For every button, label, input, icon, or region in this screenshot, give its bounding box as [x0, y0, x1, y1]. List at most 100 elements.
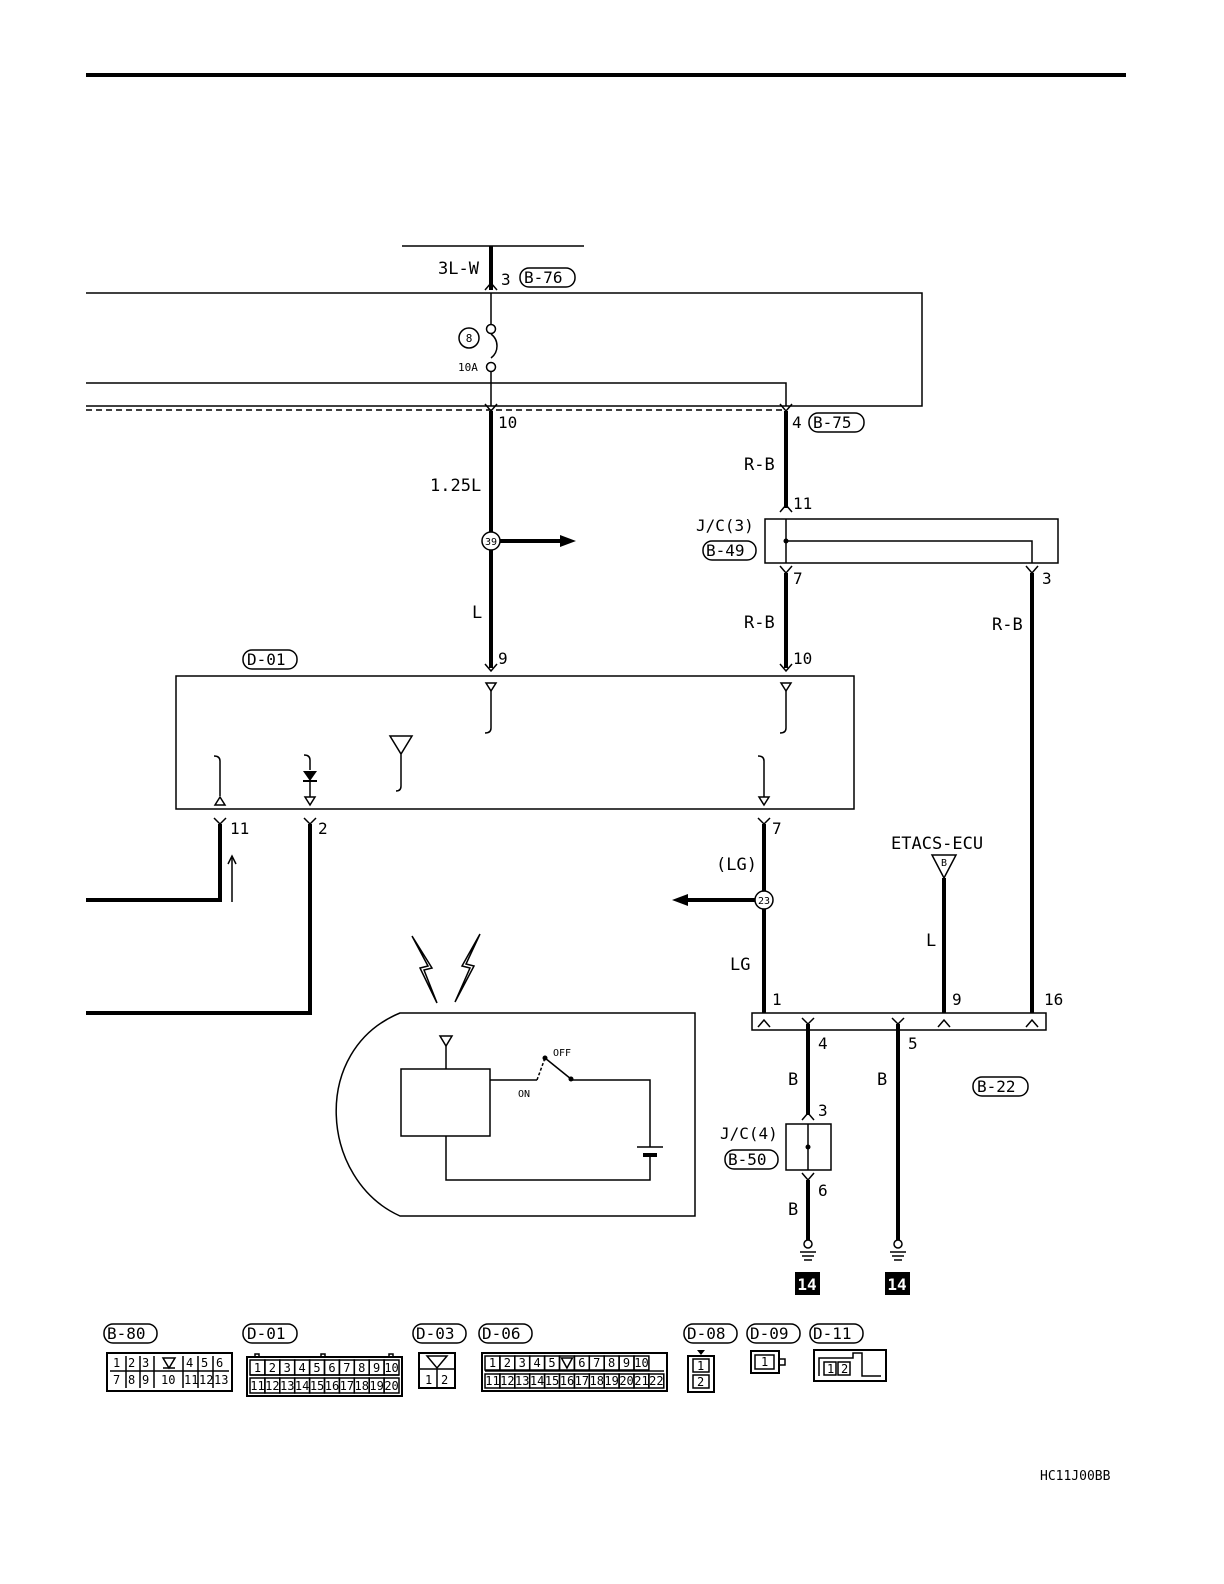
connector-tag-d08 [683, 1323, 738, 1344]
wire-label-125l: 1.25L [430, 476, 481, 496]
transmitter-wire [445, 1136, 651, 1181]
switch-lever [536, 1057, 546, 1081]
connector-pin-number: 17 [575, 1374, 589, 1388]
connector-tag-b76 [519, 267, 576, 288]
connector-pin-number: 14 [530, 1374, 544, 1388]
switch-off-label: OFF [553, 1048, 571, 1059]
wire-label-lg-paren: (LG) [716, 855, 757, 875]
connector-label-b75: B-75 [813, 413, 852, 432]
svg-text:4: 4 [186, 1356, 193, 1370]
connector-pin-number: 4 [299, 1361, 306, 1375]
connector-arrow [801, 1111, 815, 1121]
wire-loop-outer [86, 292, 923, 407]
svg-text:2: 2 [441, 1373, 448, 1387]
connector-tag-b49 [702, 540, 757, 561]
svg-text:1: 1 [697, 1359, 704, 1373]
connector-view-d03: 1 2 [418, 1352, 456, 1389]
wire-label-b2: B [788, 1200, 798, 1220]
fuse-number: 8 [466, 332, 473, 345]
internal-lead [213, 755, 221, 796]
connector-arrow [1025, 565, 1039, 575]
pin-label: 6 [818, 1181, 828, 1200]
pin-label: 1 [772, 990, 782, 1009]
pin-label: 5 [908, 1034, 918, 1053]
ground-point-label: 14 [887, 1275, 906, 1294]
internal-terminal [213, 795, 227, 806]
pin-label: 10 [793, 649, 812, 668]
fuse-element [490, 333, 498, 359]
key-marker-icon [560, 1357, 574, 1370]
connector-pin-number: 13 [515, 1374, 529, 1388]
connector-pin-number: 8 [608, 1356, 615, 1370]
diode-icon [303, 771, 317, 781]
connector-arrow [779, 663, 793, 673]
connector-pin-number: 9 [373, 1361, 380, 1375]
svg-text:13: 13 [214, 1373, 228, 1387]
svg-text:3: 3 [142, 1356, 149, 1370]
wire-pin-2 [86, 824, 312, 1015]
connector-pin-number: 15 [545, 1374, 559, 1388]
svg-text:2: 2 [128, 1356, 135, 1370]
internal-terminal [484, 682, 498, 693]
connector-cavity [383, 1359, 400, 1376]
jc3-internal [786, 540, 1033, 563]
internal-terminal [757, 796, 771, 807]
ground-icon [803, 1239, 813, 1249]
connector-label-b50: B-50 [728, 1150, 767, 1169]
connector-view-d11: 1 2 [813, 1349, 887, 1382]
connector-pin-number: 7 [343, 1361, 350, 1375]
connector-pin-number: 15 [310, 1379, 324, 1393]
svg-text:9: 9 [142, 1373, 149, 1387]
connector-pin-number: 12 [500, 1374, 514, 1388]
connector-pin-number: 3 [519, 1356, 526, 1370]
connector-tag-d01-view [242, 1323, 298, 1344]
connector-pin-number: 19 [604, 1374, 618, 1388]
internal-lead [757, 755, 765, 797]
wire-label-l-etacs: L [926, 931, 936, 951]
connector-view-label: D-06 [482, 1324, 521, 1343]
connector-pin-number: 17 [340, 1379, 354, 1393]
pin-label: 4 [818, 1034, 828, 1053]
connector-cavity [383, 1377, 400, 1394]
connector-cavity [648, 1373, 665, 1389]
svg-text:1: 1 [425, 1373, 432, 1387]
splice-39-label: 39 [485, 537, 497, 548]
drawing-code: HC11J00BB [1040, 1469, 1111, 1484]
connector-pin-number: 20 [619, 1374, 633, 1388]
jc3-label: J/C(3) [696, 516, 754, 535]
connector-fork [303, 817, 317, 826]
connector-tag-b75 [808, 412, 865, 433]
splice-23-label: 23 [758, 896, 770, 907]
connector-fork [891, 1017, 905, 1026]
connector-cavity [633, 1355, 650, 1371]
svg-text:1: 1 [761, 1355, 768, 1369]
connector-tag-b22 [972, 1076, 1029, 1097]
wire-label-rb-1: R-B [744, 455, 775, 475]
connector-view-label: B-80 [107, 1324, 146, 1343]
transmitter-module [400, 1068, 491, 1137]
connector-view-label: D-11 [813, 1324, 852, 1343]
connector-arrow [779, 565, 793, 575]
svg-text:8: 8 [128, 1373, 135, 1387]
connector-arrow [801, 1172, 815, 1182]
fuse-terminal-top [485, 323, 497, 335]
connector-pin-number: 18 [355, 1379, 369, 1393]
svg-text:5: 5 [201, 1356, 208, 1370]
pin-label: 11 [793, 494, 812, 513]
connector-view-label: D-01 [247, 1324, 286, 1343]
transmitter-outline [335, 1012, 696, 1217]
connector-tag-d11 [809, 1323, 864, 1344]
antenna-icon [388, 735, 414, 792]
internal-lead [484, 691, 492, 734]
internal-lead [779, 691, 787, 734]
connector-pin-number: 5 [313, 1361, 320, 1375]
svg-text:6: 6 [216, 1356, 223, 1370]
pin-label: 11 [230, 819, 249, 838]
connector-pin-number: 3 [284, 1361, 291, 1375]
fuse-number-badge [458, 327, 480, 349]
wire-label-l: L [472, 603, 482, 623]
connector-pin-number: 1 [254, 1361, 261, 1375]
svg-text:11: 11 [184, 1373, 198, 1387]
